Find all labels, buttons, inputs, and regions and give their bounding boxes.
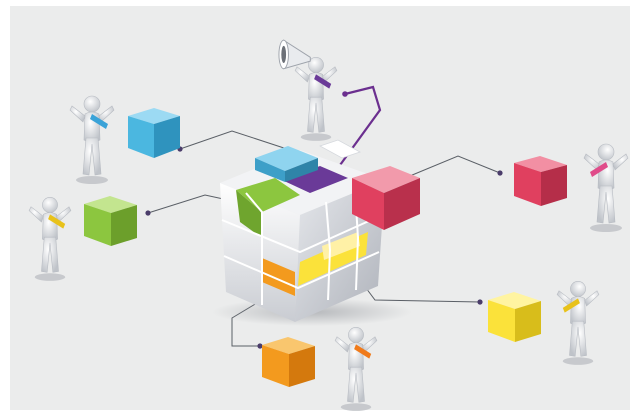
cube-piece-yellow-top <box>322 232 360 260</box>
necktie <box>90 114 108 129</box>
cube-piece-green <box>236 178 300 212</box>
cube-grid-lines <box>221 189 381 305</box>
figures <box>28 39 629 412</box>
necktie <box>314 74 332 89</box>
connector-blue <box>179 130 291 151</box>
connector-megaphone <box>334 85 382 173</box>
block-green <box>84 196 137 246</box>
figure-bottom-right <box>556 281 600 366</box>
figure-right <box>583 143 629 233</box>
block-pink <box>514 156 567 206</box>
cube-raised-white <box>319 139 361 159</box>
block-yellow <box>488 292 541 342</box>
cube-piece-orange <box>262 258 295 296</box>
figure-left <box>28 197 72 282</box>
block-blue <box>128 108 180 158</box>
figure-top-left <box>69 95 115 185</box>
cube-raised-blue <box>255 146 318 182</box>
cube-piece-purple <box>282 166 348 193</box>
figure-bottom <box>334 327 378 412</box>
necktie <box>562 298 580 313</box>
megaphone-icon <box>278 39 311 70</box>
necktie <box>354 344 372 359</box>
figure-megaphone <box>278 39 338 142</box>
central-puzzle-cube <box>212 139 420 326</box>
connector-pink <box>404 155 501 179</box>
cube-piece-green-side <box>236 190 262 238</box>
cube-raised-pink <box>352 166 420 230</box>
block-orange <box>262 337 315 387</box>
necktie <box>48 214 66 229</box>
connector-green <box>147 194 229 214</box>
necktie <box>590 162 608 177</box>
